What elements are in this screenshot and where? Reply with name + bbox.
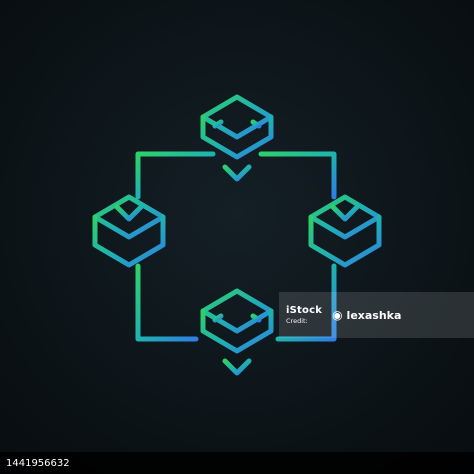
credit: ◉ lexashka <box>332 308 401 322</box>
image-id: 1441956632 <box>6 457 70 469</box>
footer-bar: 1441956632 <box>0 452 474 474</box>
connection-line-bottom-right <box>275 263 337 342</box>
cube-left <box>92 184 166 268</box>
cube-right <box>308 184 382 268</box>
cube-bottom <box>200 288 274 376</box>
istock-brand-sub: Credit: <box>286 316 308 325</box>
istock-logo: iStock Credit: <box>279 304 323 325</box>
connection-line-top-left <box>135 151 216 200</box>
cube-top <box>200 94 274 182</box>
credit-name: lexashka <box>346 308 402 322</box>
istock-brand: iStock <box>286 304 323 316</box>
camera-icon: ◉ <box>332 308 343 322</box>
connection-line-bottom-left <box>135 263 199 342</box>
connection-line-top-right <box>258 151 337 200</box>
istock-watermark: iStock Credit: ◉ lexashka <box>279 292 474 338</box>
